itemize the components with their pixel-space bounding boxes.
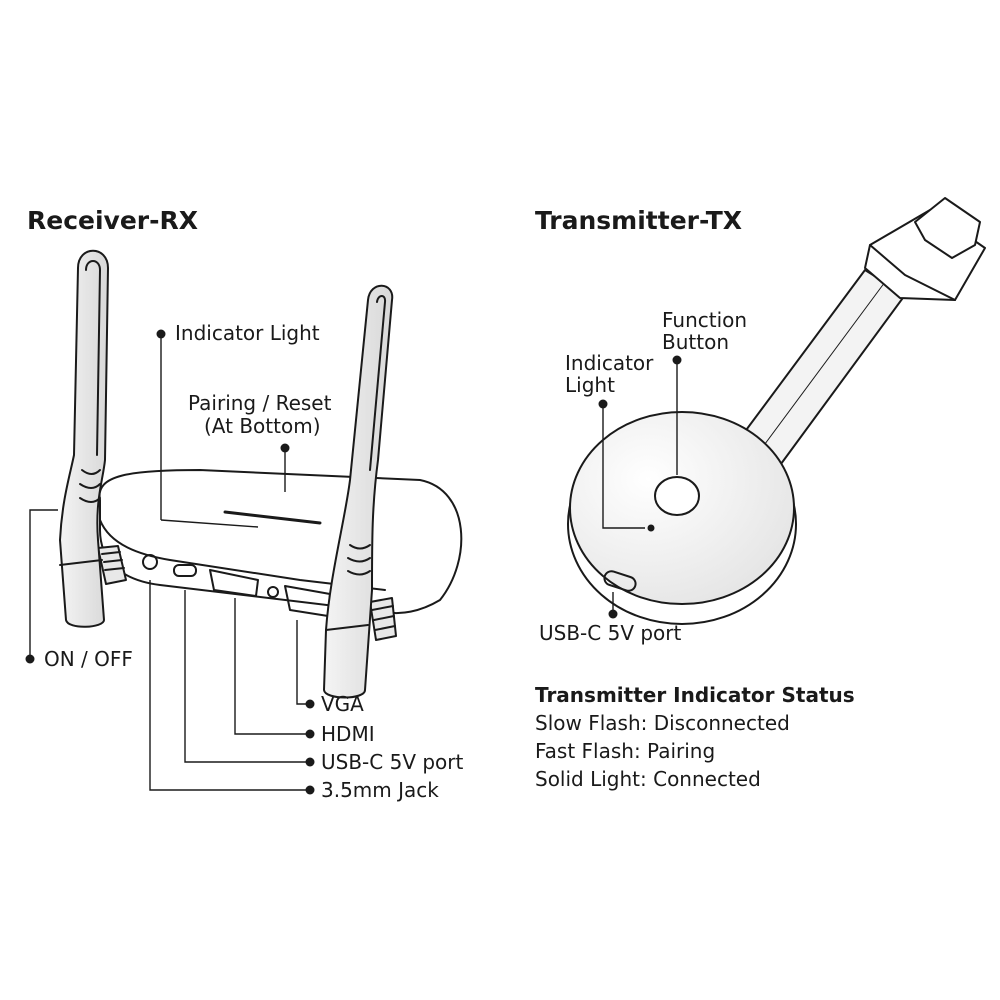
label-pairing-reset-line1: Pairing / Reset	[188, 391, 332, 415]
label-indicator-light-rx: Indicator Light	[175, 321, 320, 345]
status-title: Transmitter Indicator Status	[535, 683, 855, 707]
usbc-port-rx	[173, 564, 197, 577]
receiver-callout-dots	[25, 329, 315, 795]
status-line-fast: Fast Flash: Pairing	[535, 739, 716, 763]
receiver-front-face	[99, 519, 386, 591]
label-indicator-line1: Indicator	[565, 351, 654, 375]
status-line-slow: Slow Flash: Disconnected	[535, 711, 790, 735]
label-vga: VGA	[321, 692, 364, 716]
transmitter-callout-dots	[598, 355, 682, 619]
hdmi-plug	[864, 197, 986, 301]
label-function-line2: Button	[662, 330, 729, 354]
label-usbc-rx: USB-C 5V port	[321, 750, 464, 774]
usbc-port-tx	[603, 570, 637, 592]
label-usbc-tx: USB-C 5V port	[539, 621, 682, 645]
label-pairing-reset-line2: (At Bottom)	[204, 414, 321, 438]
transmitter-title: Transmitter-TX	[535, 206, 743, 235]
jack-port	[142, 554, 158, 570]
function-button	[654, 476, 700, 516]
receiver-device	[59, 249, 463, 699]
receiver-title: Receiver-RX	[27, 206, 199, 235]
label-jack: 3.5mm Jack	[321, 778, 439, 802]
label-hdmi: HDMI	[321, 722, 375, 746]
vga-screw-left	[267, 586, 279, 598]
receiver-body	[98, 469, 463, 615]
transmitter-device	[567, 197, 986, 625]
indicator-slot	[223, 510, 322, 525]
left-antenna	[59, 249, 109, 628]
label-on-off: ON / OFF	[44, 647, 133, 671]
hdmi-port	[209, 569, 259, 597]
label-function-line1: Function	[662, 308, 748, 332]
right-antenna	[323, 284, 394, 699]
power-knob	[97, 545, 127, 585]
label-indicator-line2: Light	[565, 373, 615, 397]
indicator-led	[647, 524, 655, 532]
right-knob	[369, 597, 397, 641]
status-line-solid: Solid Light: Connected	[535, 767, 761, 791]
